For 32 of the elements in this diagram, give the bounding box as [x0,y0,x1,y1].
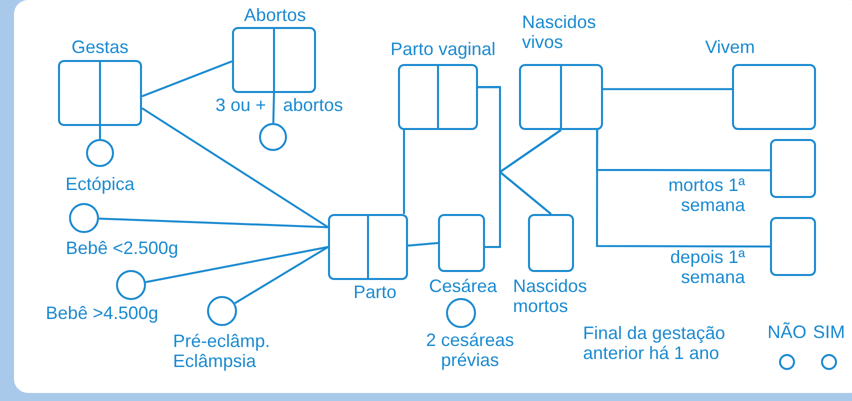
note-text: Final da gestação anterior há 1 ano [583,323,726,363]
connector-line [403,130,405,214]
circle-label: 2 cesáreas prévias [424,330,516,370]
circle-label: SIM [813,322,845,342]
connector-line [98,218,328,228]
connector-line [141,107,329,228]
connector-line [99,126,101,139]
box-title: Parto vaginal [390,39,496,59]
box-title: depois 1ª semana [669,247,745,287]
connector-line [485,170,552,248]
connector-line [234,246,329,304]
box-title: Abortos [244,5,306,25]
circle-label: Bebê <2.500g [66,238,178,258]
connector-line [596,130,770,248]
connector-line [146,246,328,284]
box-title: Nascidos vivos [522,12,598,52]
connector-line [272,92,275,124]
connector-line [408,242,438,247]
box-title: Gestas [71,37,129,57]
circle-label: Bebê >4.500g [46,303,158,323]
circle-label: Ectópica [65,174,135,194]
circle-label: 3 ou + [214,95,266,115]
circle-label: Pré-eclâmp. Eclâmpsia [173,331,272,371]
box-title: Cesárea [428,276,498,296]
box-title: Vivem [705,37,755,57]
circle-label: abortos [283,95,344,115]
circle-label: NÃO [768,322,806,342]
box-title: mortos 1ª semana [667,175,745,215]
box-title: Nascidos mortos [513,276,588,316]
connector-line [603,88,732,90]
connector-line [142,60,232,98]
box-title: Parto [353,282,397,302]
